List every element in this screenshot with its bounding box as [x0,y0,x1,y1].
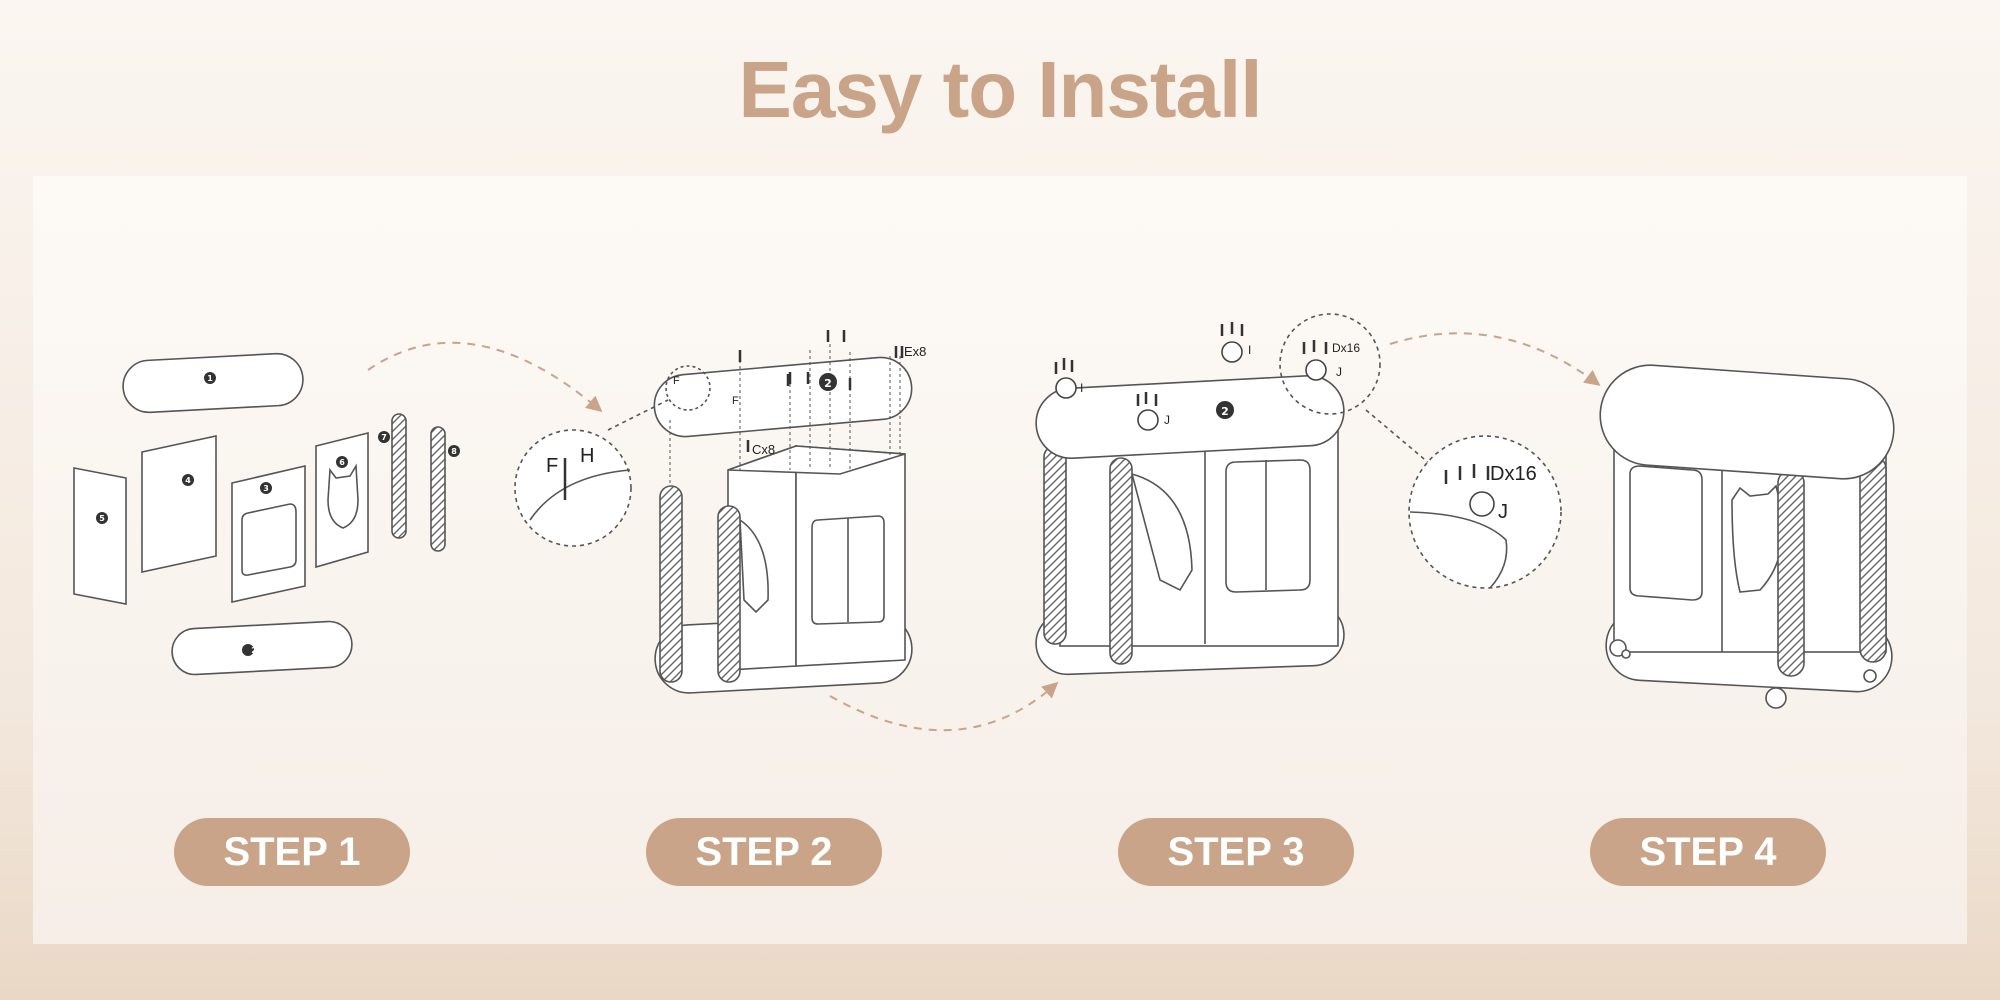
label-cx8: Cx8 [752,442,775,457]
label-i-left: I [1080,381,1083,395]
casters-step3 [1055,341,1327,431]
detail-bubble-step2 [514,399,669,547]
part-number-1: 1 [207,374,213,383]
arrow-step2-to-step3 [829,681,1059,732]
part-number-3: 3 [263,484,269,493]
step3-assembly [1035,374,1345,676]
label-i-right: I [1248,343,1251,357]
label-j-left: J [1164,413,1170,427]
step-1-badge[interactable]: STEP 1 [174,818,410,886]
step3-top-number: 2 [1221,405,1229,418]
screws-step3 [1054,322,1328,406]
detail-bubble-step3 [1365,409,1562,589]
part-number-4: 4 [185,476,191,485]
label-dx16-detail: Dx16 [1490,463,1537,485]
part-number-5: 5 [99,514,105,523]
part-8-base-board [171,620,353,676]
part-7-post-b [430,426,446,552]
label-ex8: Ex8 [904,344,926,359]
step-2-badge[interactable]: STEP 2 [646,818,882,886]
part-number-8: 8 [451,447,457,456]
part-4-back-panel [141,435,217,573]
part-number-2: 2 [251,646,257,655]
page-title: Easy to Install [738,45,1263,134]
detail-ring-step3-top [1279,313,1381,415]
arrow-step3-to-step4 [1389,332,1601,386]
step2-assembly [653,356,913,694]
step-4-badge[interactable]: STEP 4 [1590,818,1826,886]
step4-finished [1599,364,1895,709]
label-h: H [580,445,594,467]
screws-step2 [738,330,904,452]
step-3-badge[interactable]: STEP 3 [1118,818,1354,886]
label-f: F [546,455,558,477]
label-f-top: F [673,375,680,387]
label-j-detail: J [1498,501,1508,523]
step2-top-number: 2 [824,377,832,390]
part-5-side-panel [73,467,127,605]
part-number-6: 6 [339,458,345,467]
label-dx16-top: Dx16 [1332,341,1360,355]
label-f-mid: F [732,395,739,407]
arrow-step1-to-step2 [367,341,603,413]
label-j-right: J [1336,365,1342,379]
part-number-7: 7 [381,433,387,442]
step1-parts [73,352,446,676]
part-7-post [391,413,407,539]
